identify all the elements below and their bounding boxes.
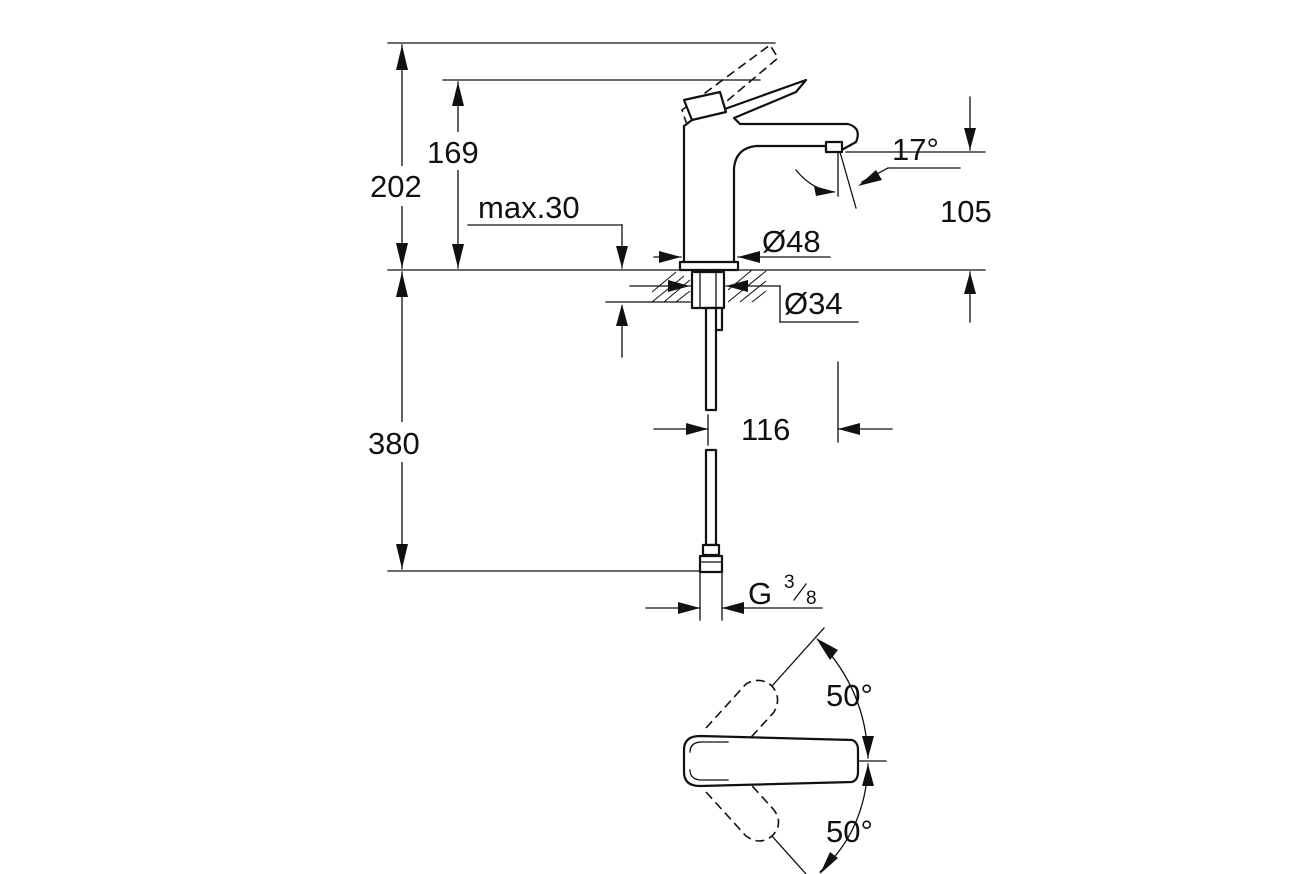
swivel-down-label: 50° xyxy=(826,814,873,849)
dim-202-label: 202 xyxy=(370,169,422,204)
faucet-body xyxy=(682,78,859,270)
hose-nut xyxy=(698,554,724,574)
dim-202: 202 xyxy=(368,44,436,269)
dim-thread: G 3 8 xyxy=(645,572,823,614)
dim-169-label: 169 xyxy=(427,135,479,170)
thread-label-denominator: 8 xyxy=(806,588,817,609)
thread-label-numerator: 3 xyxy=(784,572,795,593)
thread-label-g: G xyxy=(748,576,772,611)
dim-169: 169 xyxy=(425,81,491,269)
mounting-shank xyxy=(690,270,726,310)
dim-116: 116 xyxy=(653,361,893,447)
deck-hatching xyxy=(651,269,767,303)
dim-105: 105 xyxy=(845,96,992,323)
dim-116-label: 116 xyxy=(741,412,790,447)
faucet-base xyxy=(678,260,740,272)
dim-spout-angle: 17° xyxy=(795,132,961,209)
top-view: 50° 50° xyxy=(682,627,887,874)
dim-max-30: max.30 xyxy=(467,190,691,358)
dim-spout-angle-label: 17° xyxy=(892,132,939,167)
swivel-up-label: 50° xyxy=(826,678,873,713)
supply-hose-upper xyxy=(704,306,718,412)
aerator xyxy=(824,140,844,154)
hose-nut-upper xyxy=(701,543,721,557)
lever-top xyxy=(682,734,860,788)
dim-105-label: 105 xyxy=(940,194,992,229)
dim-diameter-34-label: Ø34 xyxy=(784,286,843,321)
side-view: 202 169 380 max.30 xyxy=(366,42,992,621)
dim-diameter-34: Ø34 xyxy=(629,280,859,323)
dim-diameter-48: Ø48 xyxy=(653,224,831,263)
supply-hose-lower xyxy=(704,448,718,547)
dim-380: 380 xyxy=(366,271,438,570)
lever-closed xyxy=(682,90,728,122)
dim-swivel-down: 50° xyxy=(819,763,874,874)
dim-diameter-48-label: Ø48 xyxy=(762,224,821,259)
dim-swivel-up: 50° xyxy=(816,638,874,759)
dim-max-30-label: max.30 xyxy=(478,190,580,225)
dim-380-label: 380 xyxy=(368,426,420,461)
